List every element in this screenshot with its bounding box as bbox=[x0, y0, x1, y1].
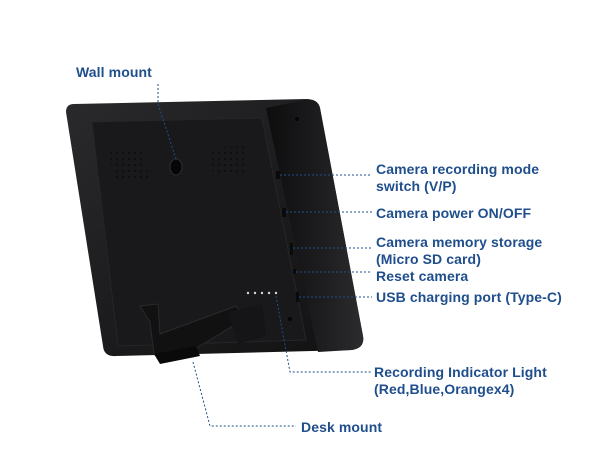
indicator-leds bbox=[246, 291, 278, 295]
label-power: Camera power ON/OFF bbox=[376, 205, 532, 221]
leader-desk-mount bbox=[192, 361, 296, 427]
mode-switch bbox=[276, 171, 280, 179]
label-recording-mode: Camera recording mode switch (V/P) bbox=[376, 161, 540, 194]
label-storage: Camera memory storage (Micro SD card) bbox=[376, 234, 543, 267]
leader-lines bbox=[157, 84, 372, 427]
screw-hole-side bbox=[288, 317, 292, 321]
vent-grille-left bbox=[110, 150, 148, 180]
label-reset: Reset camera bbox=[376, 268, 469, 284]
leader-indicator bbox=[275, 295, 372, 373]
desk-stand-foot bbox=[154, 346, 200, 364]
label-usb: USB charging port (Type-C) bbox=[376, 289, 562, 305]
leader-wall-mount bbox=[157, 84, 177, 160]
frame-side-edge bbox=[266, 99, 364, 353]
label-wall-mount: Wall mount bbox=[76, 64, 152, 80]
label-indicator: Recording Indicator Light (Red,Blue,Oran… bbox=[374, 364, 547, 397]
photo-frame-back bbox=[66, 99, 364, 364]
screw-hole-top bbox=[295, 117, 299, 121]
sd-card-slot bbox=[290, 243, 293, 255]
desk-stand bbox=[139, 303, 247, 363]
power-button bbox=[282, 208, 286, 217]
wall-mount-hole bbox=[169, 158, 183, 176]
vent-grille-right bbox=[210, 146, 247, 174]
reset-hole bbox=[293, 269, 296, 274]
usb-c-port bbox=[296, 292, 299, 302]
stand-hinge bbox=[228, 304, 266, 344]
label-desk-mount: Desk mount bbox=[301, 419, 383, 435]
